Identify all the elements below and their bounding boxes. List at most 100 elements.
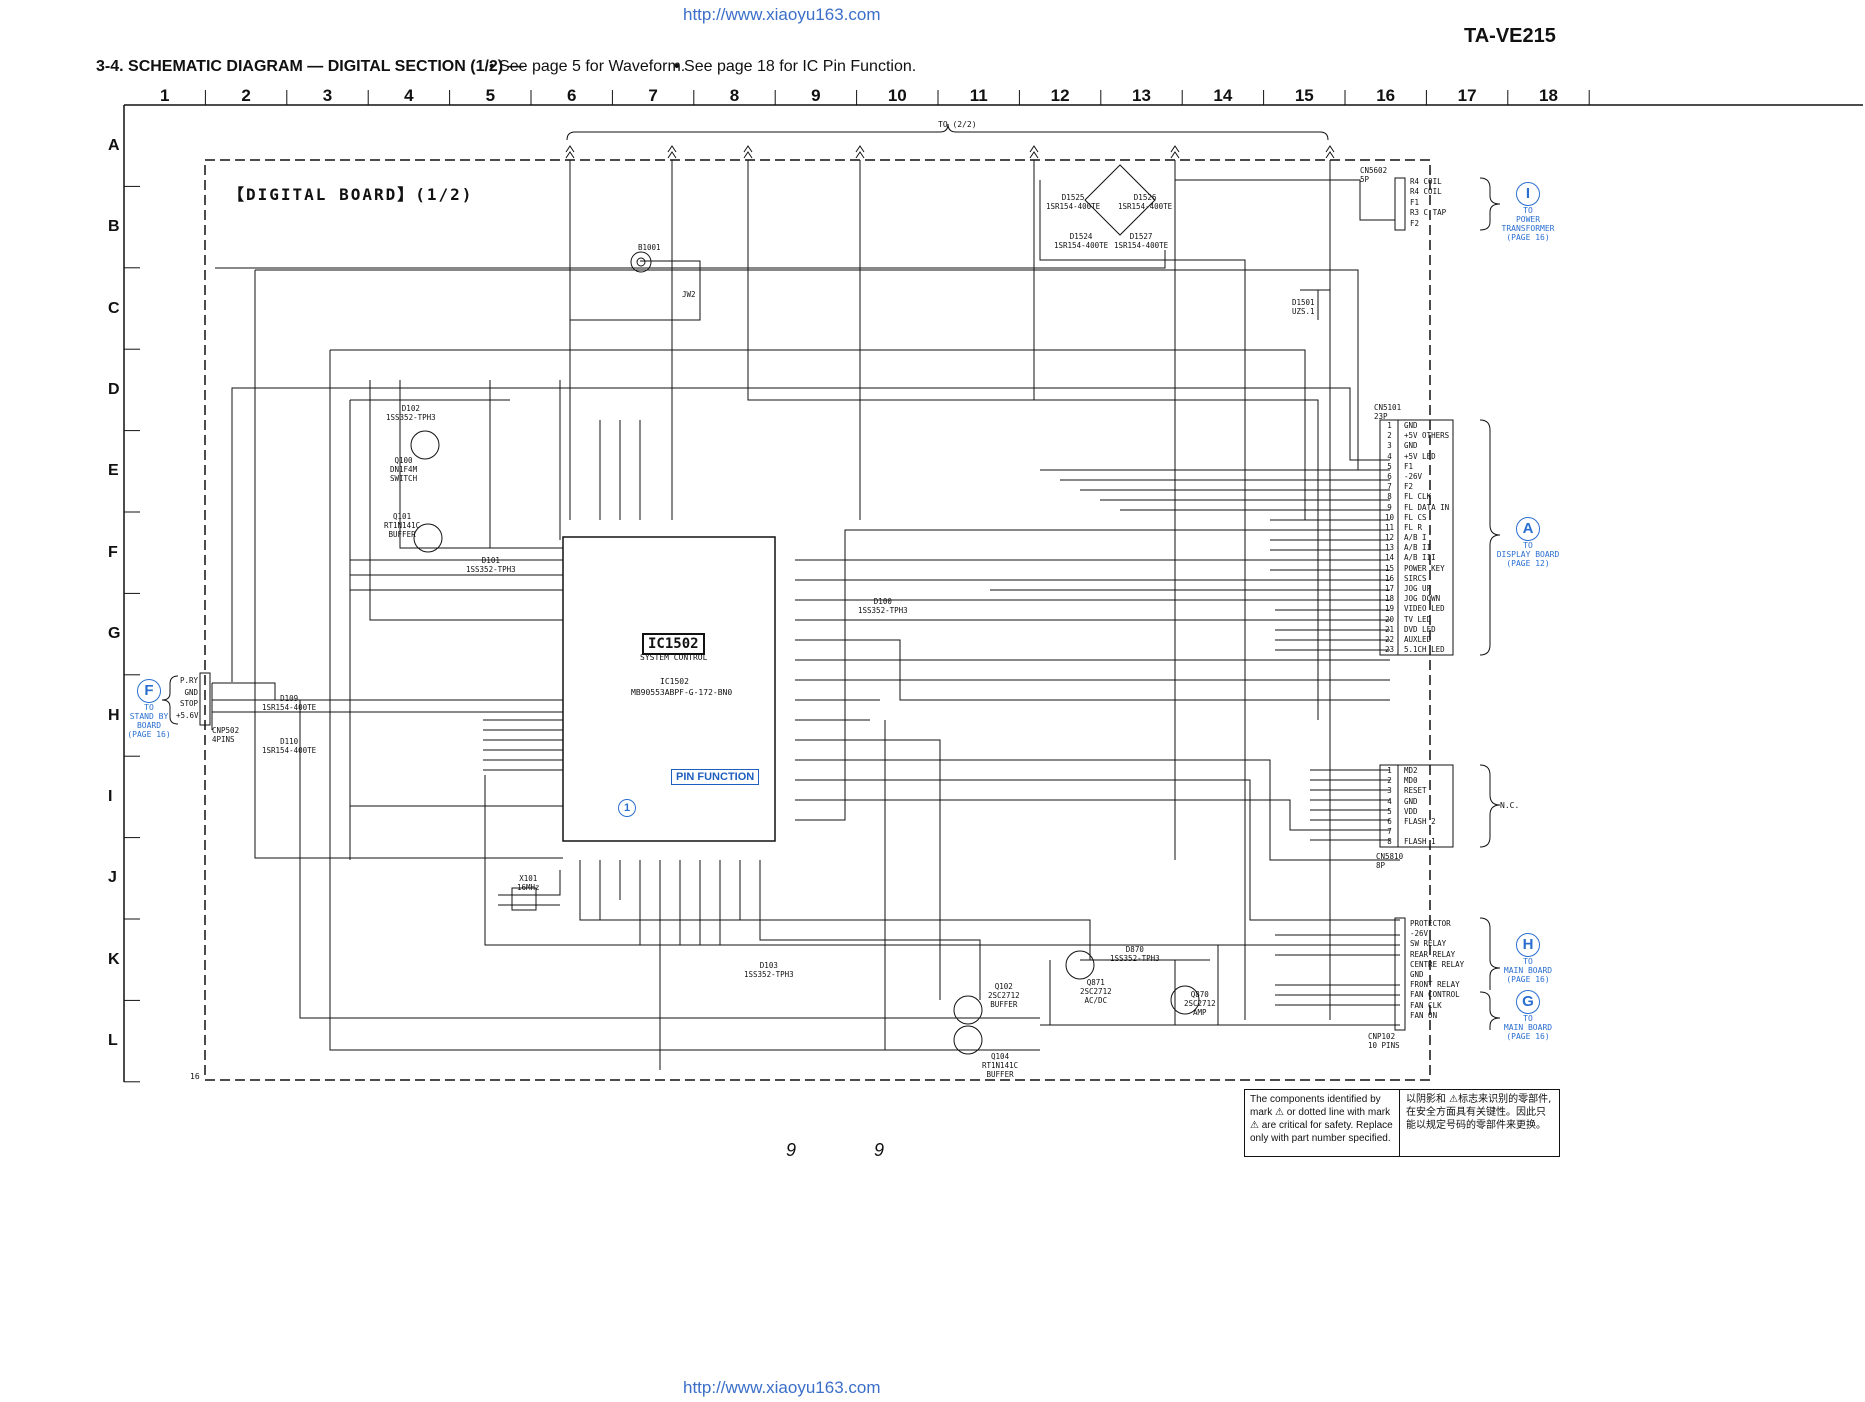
cnp102-pin: REAR RELAY [1410,950,1464,960]
pin-number: 18 [1384,594,1395,604]
pin-name: +5.6V [176,710,199,720]
cn5101-pin: 4 +5V LED [1381,452,1449,462]
cn5810-pin: 7 [1381,827,1436,837]
column-number: 2 [241,86,251,105]
d1527-label: D1527 1SR154-400TE [1114,232,1169,250]
pin-name: FL CLK [1404,492,1432,502]
cnp102-pin: FRONT RELAY [1410,980,1464,990]
pin-number: 4 [1387,451,1392,461]
connector-arrow [565,145,575,159]
cn5810-pin: 3 RESET [1381,786,1436,796]
target-display-board[interactable]: A TO DISPLAY BOARD (PAGE 12) [1494,517,1562,568]
column-number: 12 [1050,86,1070,105]
pin-name: PROTECTOR [1410,919,1451,928]
pin-function-label[interactable]: PIN FUNCTION [671,769,760,785]
target-text: TO MAIN BOARD [1503,957,1553,975]
pin-name: DVD LED [1404,624,1436,634]
no-connection-label: N.C. [1500,801,1520,810]
jw2-label: JW2 [682,290,696,299]
pin-name: TV LED [1404,614,1432,624]
d110-label: D110 1SR154-400TE [262,737,317,755]
row-letter: D [108,380,120,398]
connector-arrow [1029,145,1039,159]
d1526-label: D1526 1SR154-400TE [1118,193,1173,211]
pin-name: RESET [1404,786,1427,796]
target-text: TO MAIN BOARD [1503,1014,1553,1032]
pin-name: F1 [1410,197,1420,207]
column-number: 16 [1376,86,1396,105]
column-number: 18 [1539,86,1558,105]
cnp102-pin: SW RELAY [1410,939,1464,949]
b1001-label: B1001 [638,243,661,252]
column-number: 6 [566,86,577,105]
cn5101-pin: 6-26V [1381,472,1449,482]
pin-name: FL R [1404,522,1423,532]
pin-name: F2 [1404,482,1414,492]
cn5602-pin: R4 COIL [1410,187,1446,197]
cn5602-pin: R3 C TAP [1410,208,1446,218]
pin-number: 7 [1387,482,1392,492]
x101-label: X101 16MHz [517,874,540,892]
cn5602-pin: F2 [1410,219,1446,229]
pin-number: 3 [1387,441,1392,451]
pin-name: VDD [1404,806,1418,816]
model-number: TA-VE215 [1464,25,1556,47]
diagram-heading: 3-4. SCHEMATIC DIAGRAM — DIGITAL SECTION… [96,58,524,75]
target-stand-by-board[interactable]: F TO STAND BY BOARD (PAGE 16) [122,679,176,739]
cnp102-pin: FAN CLK [1410,1001,1464,1011]
ic-ref: IC1502 [660,677,689,686]
pin-number: 10 [1384,512,1395,522]
cn5602-pin: R4 COIL [1410,177,1446,187]
pin-number: 15 [1384,563,1395,573]
target-page: (PAGE 16) [1506,233,1550,242]
ic-function: SYSTEM CONTROL [640,653,708,662]
target-power-transformer[interactable]: I TO POWER TRANSFORMER (PAGE 16) [1498,182,1558,242]
cnp502-pin: P.RY [176,675,198,687]
q100-label: Q100 DN1F4M SWITCH [390,456,418,483]
pin-number: 6 [1387,816,1392,826]
pin-name: JOG UP [1404,584,1432,593]
pin-number: 2 [1387,431,1392,441]
pin-number: 3 [1387,786,1392,796]
target-letter-h: H [1516,933,1540,957]
pin-name: R3 C TAP [1410,208,1447,218]
pin-name: SIRCS [1404,573,1427,583]
row-letter: I [108,787,113,805]
target-letter-a: A [1516,517,1540,541]
row-letter: C [108,299,120,317]
q101-label: Q101 RT1N141C BUFFER [384,512,421,539]
d102-label: D102 1SS352-TPH3 [386,404,436,422]
target-main-board-g[interactable]: G TO MAIN BOARD (PAGE 16) [1498,990,1558,1041]
target-main-board-h[interactable]: H TO MAIN BOARD (PAGE 16) [1498,933,1558,984]
column-number: 11 [969,86,988,105]
cnp502-pin: +5.6V [176,710,199,722]
pin-name: FAN CONTROL [1410,990,1460,1000]
caution-english: The components identified by mark ⚠ or d… [1245,1090,1400,1156]
column-number: 4 [404,86,414,105]
pin-name: GND [184,687,198,697]
continuation-page: 16 [190,1072,200,1081]
pin-name: A/B III [1404,553,1436,563]
pin-name: R4 COIL [1410,187,1442,197]
pin-number: 1 [1387,421,1392,430]
pin-name: +5V LED [1404,451,1436,461]
ic-name-box: IC1502 [642,633,705,655]
cn5101-pin: 2+5V OTHERS [1381,431,1449,441]
target-text: TO POWER TRANSFORMER [1501,206,1555,233]
cnp102-pin: CENTRE RELAY [1410,960,1464,970]
